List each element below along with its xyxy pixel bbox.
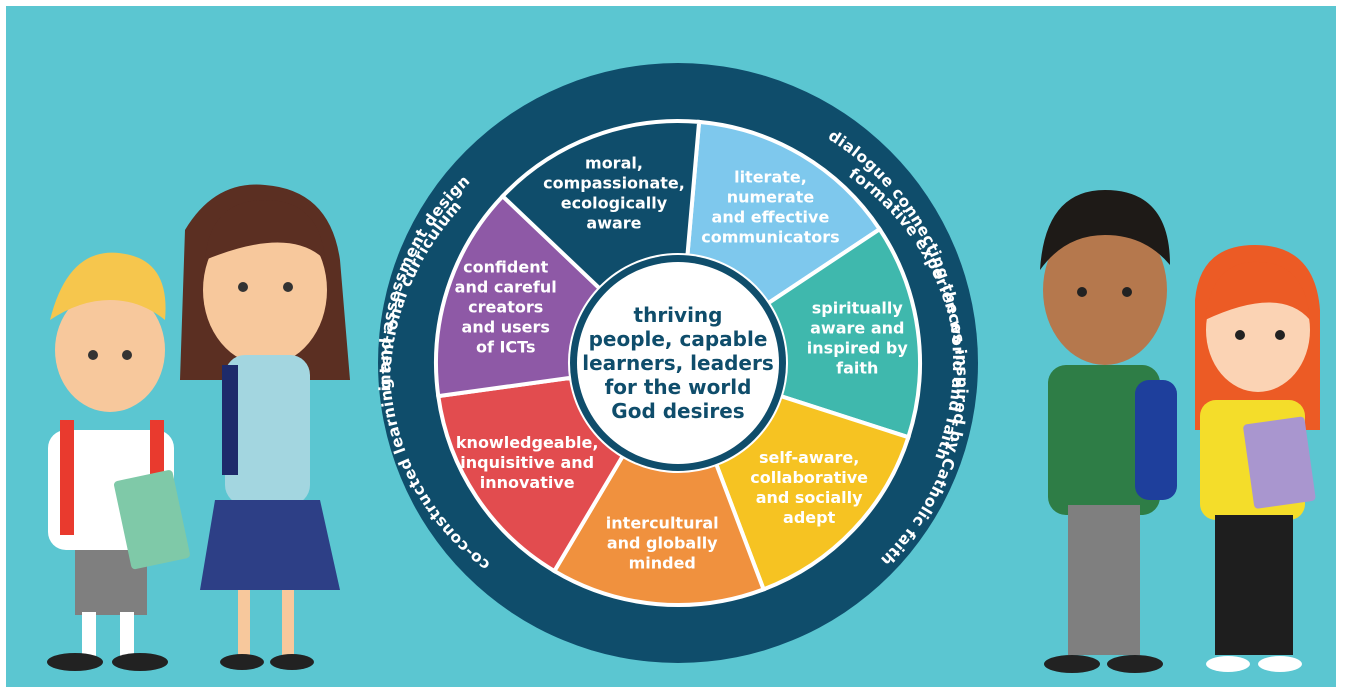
segment-label-line: numerate	[727, 187, 815, 206]
center-circle	[577, 262, 779, 464]
segment-label-line: minded	[629, 553, 696, 572]
segment-label-line: literate,	[734, 167, 807, 186]
center-label-line: God desires	[611, 399, 744, 423]
segment-label-line: and effective	[712, 207, 830, 226]
girl-left-illustration	[180, 184, 350, 670]
segment-label-line: inspired by	[807, 338, 909, 357]
segment-label-line: of ICTs	[476, 337, 536, 356]
segment-label-line: spiritually	[812, 298, 904, 317]
segment-label-line: creators	[468, 297, 543, 316]
boy-right-illustration	[1040, 190, 1177, 673]
boy-left-illustration	[47, 252, 190, 671]
center-label-line: people, capable	[589, 327, 768, 351]
segment-label-line: confident	[463, 257, 548, 276]
center-label-line: thriving	[634, 303, 723, 327]
segment-label-line: aware	[586, 214, 641, 233]
segment-label-line: innovative	[480, 473, 575, 492]
center-label-line: learners, leaders	[582, 351, 773, 375]
segment-label-line: and careful	[455, 277, 557, 296]
segment-label-line: aware and	[810, 318, 904, 337]
segment-label-line: collaborative	[750, 468, 868, 487]
segment-label-line: intercultural	[606, 513, 719, 532]
center-label-line: for the world	[605, 375, 752, 399]
segment-label-line: compassionate,	[543, 174, 685, 193]
segment-label-line: knowledgeable,	[456, 433, 599, 452]
segment-label-line: and socially	[756, 488, 863, 507]
segment-label-line: communicators	[701, 227, 839, 246]
segment-label-line: and users	[462, 317, 550, 336]
segment-label-line: self-aware,	[759, 448, 859, 467]
segment-label-line: and globally	[607, 533, 718, 552]
segment-label-line: ecologically	[561, 194, 668, 213]
segment-label-line: faith	[836, 358, 878, 377]
segment-label-line: adept	[783, 508, 836, 527]
segment-label-line: moral,	[585, 154, 643, 173]
segment-label-line: inquisitive and	[460, 453, 594, 472]
girl-right-illustration	[1195, 245, 1320, 672]
